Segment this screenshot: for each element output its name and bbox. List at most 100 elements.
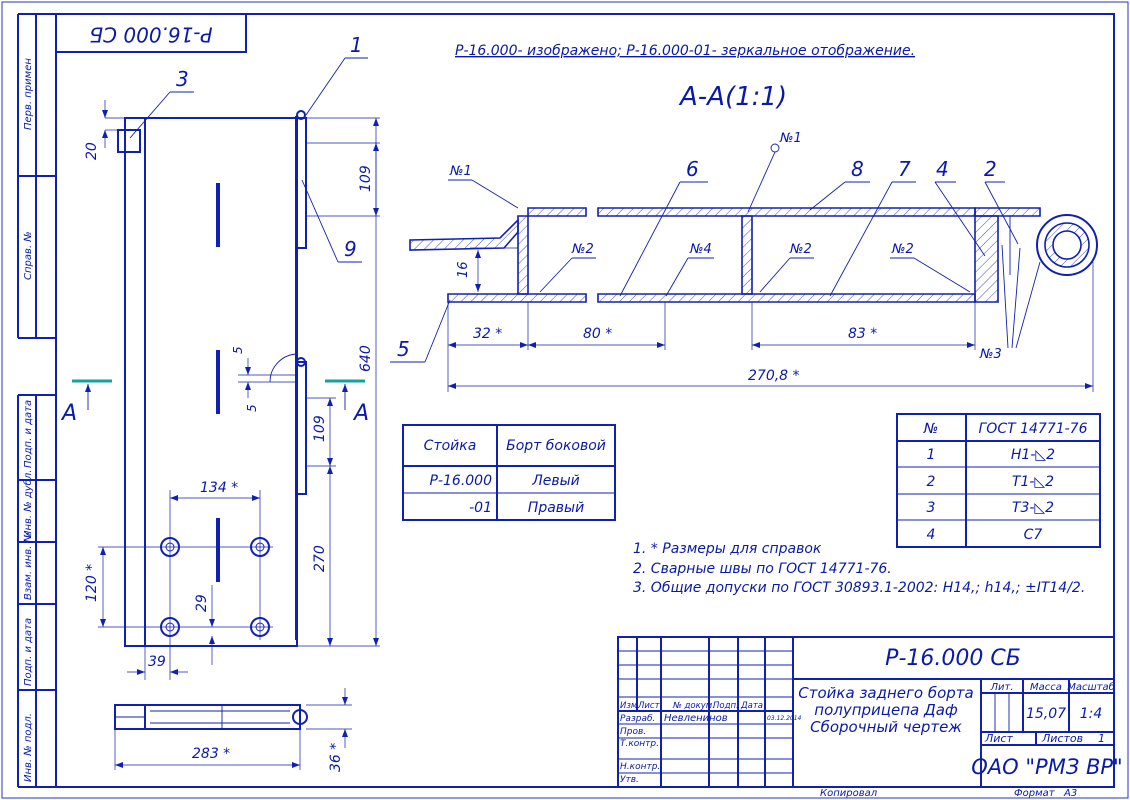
title-doc-code: Р-16.000 СБ — [885, 646, 1021, 671]
title-sheet-label: Лист — [984, 732, 1013, 745]
weld-n2-a: №2 — [571, 242, 594, 257]
dim-29: 29 — [194, 594, 210, 612]
tb-razrab: Разраб. — [620, 714, 655, 724]
callout-8: 8 — [851, 157, 864, 181]
variants-cell-0-0: Р-16.000 — [430, 473, 493, 489]
weld-n1-left: №1 — [449, 164, 472, 179]
tb-list: Лист — [637, 701, 661, 711]
weld-header-1: ГОСТ 14771-76 — [979, 421, 1088, 437]
tb-tkontr: Т.контр. — [620, 739, 659, 749]
title-org: ОАО "РМЗ ВР" — [971, 755, 1122, 779]
dim-134: 134 * — [200, 480, 238, 496]
section-title: А-А(1:1) — [678, 82, 787, 112]
dim-5-a: 5 — [231, 346, 245, 354]
dim-5-b: 5 — [245, 404, 259, 412]
front-view — [117, 110, 307, 680]
header-note: Р-16.000- изображено; Р-16.000-01- зерка… — [455, 43, 915, 59]
weld-cell-1-0: 2 — [927, 474, 936, 490]
title-block — [617, 636, 1115, 788]
note-1: 1. * Размеры для справок — [633, 541, 822, 557]
weld-cell-3-0: 4 — [927, 527, 936, 543]
callout-3: 3 — [176, 67, 189, 91]
weld-cell-2-1: Т3-◺2 — [1012, 500, 1054, 516]
variants-table — [402, 424, 616, 521]
dim-120: 120 * — [84, 564, 100, 602]
weld-n3: №3 — [979, 347, 1002, 362]
weld-header-0: № — [923, 421, 939, 437]
format-label: Формат — [1014, 788, 1056, 799]
rotated-code-box — [55, 13, 247, 53]
rotated-code: Р-16.000 СБ — [89, 23, 212, 47]
tb-prov: Пров. — [620, 727, 646, 737]
title-sheets: 1 — [1098, 732, 1105, 745]
weld-cell-3-1: С7 — [1024, 527, 1043, 543]
dim-80: 80 * — [583, 326, 612, 342]
stamp-inv-dubl: Инв. № дубл. — [22, 470, 34, 538]
dim-20: 20 — [84, 142, 100, 160]
note-2: 2. Сварные швы по ГОСТ 14771-76. — [633, 561, 892, 577]
callout-4: 4 — [936, 157, 949, 181]
title-name-l2: полуприцепа Даф — [814, 701, 958, 719]
weld-n2-b: №2 — [789, 242, 812, 257]
callout-5: 5 — [397, 337, 410, 361]
title-name-l1: Стойка заднего борта — [798, 684, 973, 702]
dim-16: 16 — [456, 261, 471, 278]
dim-83: 83 * — [848, 326, 877, 342]
weld-n2-c: №2 — [891, 242, 914, 257]
left-stamp-columns — [17, 13, 56, 788]
stamp-vzam-inv: Взам. инв. № — [23, 532, 34, 600]
stamp-inv-podl: Инв. № подл. — [23, 713, 34, 782]
callout-9: 9 — [344, 237, 357, 261]
dim-36: 36 * — [328, 743, 344, 772]
weld-cell-1-1: Т1-◺2 — [1012, 474, 1054, 490]
title-name-l3: Сборочный чертеж — [810, 718, 962, 736]
copied-label: Копировал — [820, 788, 878, 799]
variants-header-1: Борт боковой — [506, 438, 606, 454]
inner-frame — [55, 13, 1115, 788]
title-scale: 1:4 — [1080, 706, 1103, 722]
variants-cell-1-0: -01 — [469, 500, 492, 516]
dim-270-8: 270,8 * — [748, 368, 800, 384]
tb-utv: Утв. — [620, 775, 639, 785]
callout-2: 2 — [984, 157, 997, 181]
weld-n4: №4 — [689, 242, 712, 257]
variants-cell-0-1: Левый — [531, 473, 580, 489]
weld-cell-0-0: 1 — [927, 447, 936, 463]
variants-header-0: Стойка — [424, 438, 477, 454]
tb-nkontr: Н.контр. — [620, 762, 660, 772]
title-lit: Лит. — [989, 682, 1013, 693]
dim-283: 283 * — [192, 746, 230, 762]
weld-n1-top: №1 — [779, 131, 802, 146]
bottom-view — [114, 688, 352, 770]
callout-7: 7 — [898, 157, 911, 181]
dim-32: 32 * — [473, 326, 502, 342]
tb-author: Невленинов — [664, 713, 728, 724]
stamp-perv-primen: Перв. примен — [23, 58, 34, 130]
callout-1: 1 — [350, 33, 363, 57]
weld-cell-0-1: Н1-◺2 — [1011, 447, 1055, 463]
title-scale-label: Масштаб — [1067, 681, 1115, 693]
title-mass: 15,07 — [1026, 706, 1066, 722]
title-mass-label: Масса — [1030, 682, 1062, 693]
note-3: 3. Общие допуски по ГОСТ 30893.1-2002: Н… — [633, 580, 1085, 596]
stamp-sprav: Справ. № — [23, 231, 34, 280]
front-dimensions — [98, 100, 380, 680]
variants-cell-1-1: Правый — [528, 500, 584, 516]
tb-ndoc: № докум. — [672, 701, 715, 711]
stamp-podp-data-1: Подп. и дата — [23, 400, 34, 468]
tb-izm: Изм. — [620, 701, 640, 711]
callout-6: 6 — [686, 157, 699, 181]
weld-cell-2-0: 3 — [927, 500, 936, 516]
stamp-podp-data-2: Подп. и дата — [23, 618, 34, 686]
tb-date: 03.12.2014 — [767, 715, 802, 722]
dim-39: 39 — [148, 654, 166, 670]
weld-table — [896, 413, 1101, 548]
section-label-left: А — [60, 401, 77, 426]
tb-data: Дата — [740, 701, 763, 711]
dim-640: 640 — [358, 345, 374, 372]
section-aa — [409, 207, 1098, 303]
dim-109-top: 109 — [358, 165, 374, 192]
dim-270: 270 — [312, 545, 328, 572]
